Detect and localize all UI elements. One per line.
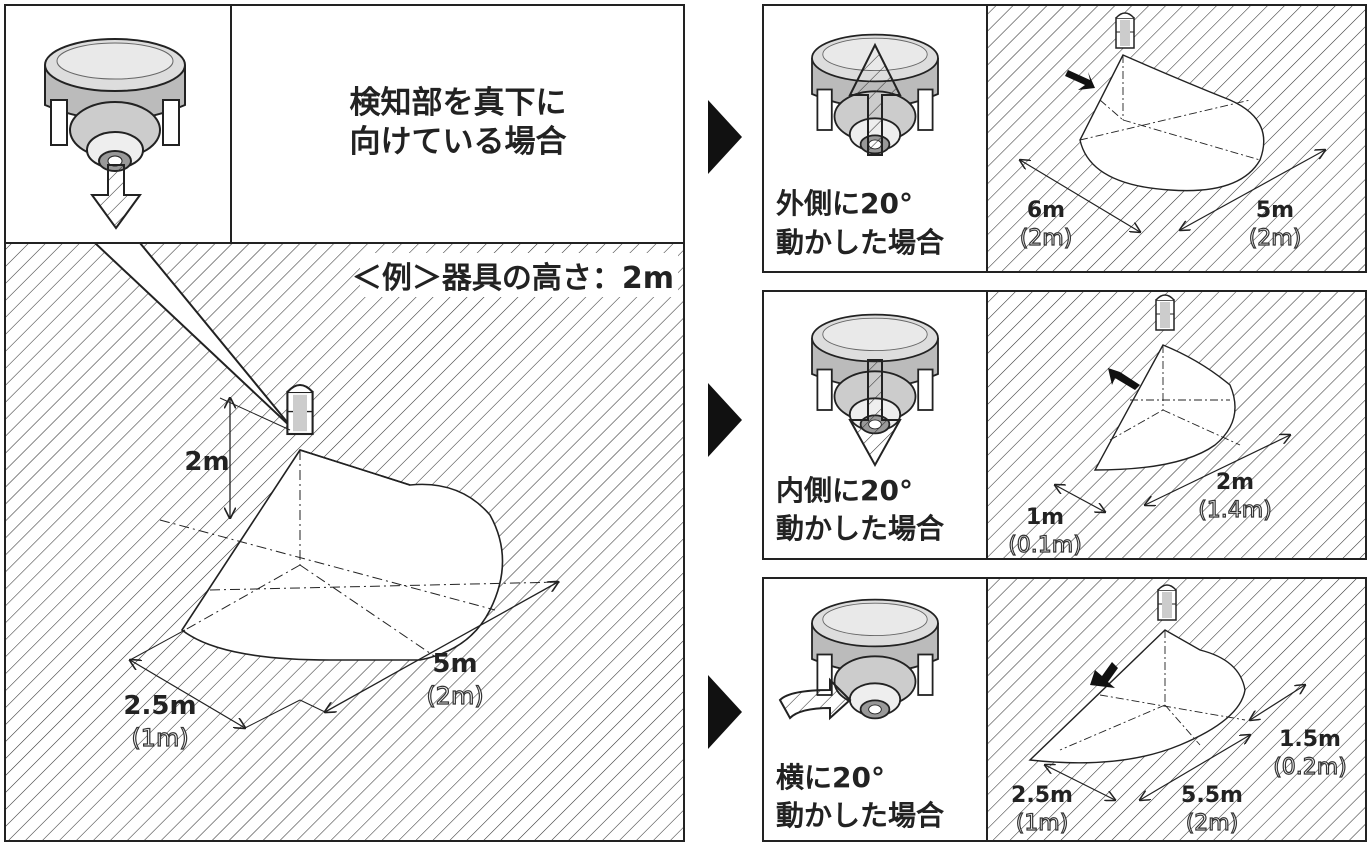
example-bg <box>360 253 678 297</box>
panel-sideways: 横に20° 動かした場合 2.5m (1m) 5.5m (2m) 1.5m (0… <box>762 577 1367 842</box>
pointer-triangle-3 <box>708 675 742 749</box>
panel1-dim-b: 5m <box>1256 198 1294 223</box>
direction-arrow-icon <box>1065 70 1095 90</box>
height-label: 2m <box>184 447 229 477</box>
left-dimension-label: 2.5m <box>123 691 196 721</box>
panel3-dim-a: 2.5m <box>1011 783 1073 808</box>
panel3-dim-c-sub: (0.2m) <box>1273 755 1347 780</box>
pointer-triangle-1 <box>708 100 742 174</box>
panel3-dim-a-sub: (1m) <box>1016 811 1069 836</box>
main-title-line1: 検知部を真下に <box>350 85 567 121</box>
rotate-arrow-icon <box>778 677 852 721</box>
panel3-caption-line1: 横に20° <box>776 761 885 794</box>
panel1-dim-a-sub: (2m) <box>1020 226 1073 251</box>
arrow-up-icon <box>848 42 902 156</box>
detection-area <box>1028 629 1246 764</box>
panel2-caption-line1: 内側に20° <box>776 474 913 507</box>
panel2-dim-a-sub: (0.1m) <box>1008 533 1082 558</box>
panel2-dim-b: 2m <box>1216 470 1254 495</box>
panel-inward: 内側に20° 動かした場合 1m (0.1m) 2m (1.4m) <box>762 290 1367 560</box>
example-label: ＜例＞器具の高さ：2m <box>352 261 674 296</box>
panel3-dim-c: 1.5m <box>1279 727 1341 752</box>
panel2-dim-a: 1m <box>1026 505 1064 530</box>
direction-arrow-icon <box>1090 662 1118 688</box>
wall-sensor-icon <box>1155 294 1175 331</box>
panel1-caption-line2: 動かした場合 <box>776 226 945 259</box>
wall-sensor-icon <box>1157 584 1177 621</box>
direction-arrow-icon <box>1108 368 1140 390</box>
wall-sensor-icon <box>1115 12 1135 49</box>
panel3-dim-b: 5.5m <box>1181 783 1243 808</box>
title-box <box>230 4 685 244</box>
main-title-line2: 向けている場合 <box>350 124 567 160</box>
panel1-dim-a: 6m <box>1027 198 1065 223</box>
right-dimension-label: 5m <box>432 649 477 679</box>
panel1-dim-b-sub: (2m) <box>1249 226 1302 251</box>
arrow-down-icon <box>848 359 902 468</box>
main-panel: 検知部を真下に 向けている場合 ＜例＞器具の高さ：2m 2m 2.5m (1m) <box>4 4 685 842</box>
left-dimension-sublabel: (1m) <box>131 724 188 752</box>
arrow-down-icon <box>90 164 142 230</box>
right-dimension-sublabel: (2m) <box>426 682 483 710</box>
panel1-caption-line1: 外側に20° <box>776 187 913 220</box>
panel2-dim-b-sub: (1.4m) <box>1198 498 1272 523</box>
panel3-dim-b-sub: (2m) <box>1186 811 1239 836</box>
pointer-triangle-2 <box>708 383 742 457</box>
panel-outward: 外側に20° 動かした場合 6m (2m) 5m (2m) <box>762 4 1367 273</box>
panel2-caption-line2: 動かした場合 <box>776 512 945 545</box>
callout-wedge <box>92 242 293 429</box>
panel3-caption-line2: 動かした場合 <box>776 799 945 832</box>
wall-sensor-icon <box>286 383 314 436</box>
